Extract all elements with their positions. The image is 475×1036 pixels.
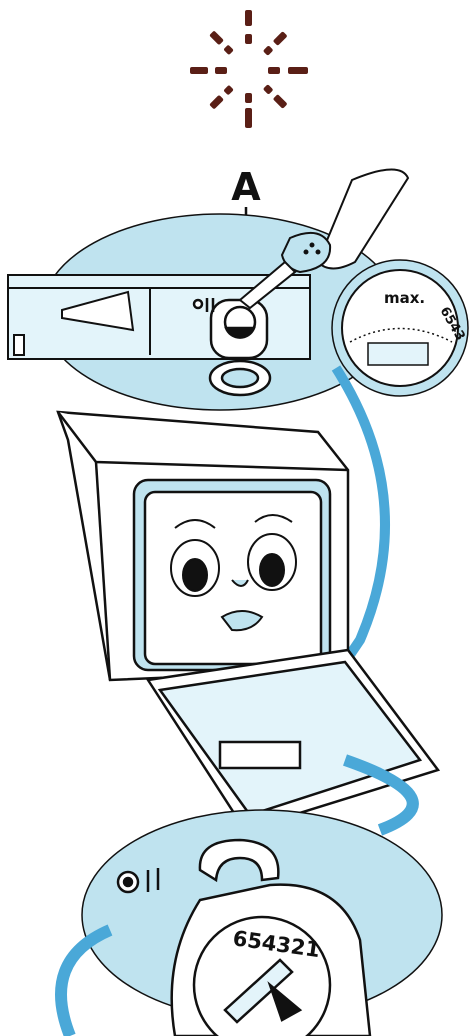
sun-indicator-icon bbox=[190, 10, 308, 128]
dishwasher-face bbox=[170, 514, 297, 632]
connector-ribbon-bottom bbox=[343, 754, 419, 836]
dishwasher-open-door bbox=[145, 648, 441, 832]
hand-pouring-bottle bbox=[238, 168, 410, 310]
rinse-aid-dispenser-cap-open bbox=[192, 298, 272, 397]
max-label: max. bbox=[384, 289, 425, 307]
regulator-housing bbox=[116, 838, 372, 1036]
level-arrow bbox=[367, 342, 429, 366]
callout-letter-a: A bbox=[231, 165, 261, 209]
